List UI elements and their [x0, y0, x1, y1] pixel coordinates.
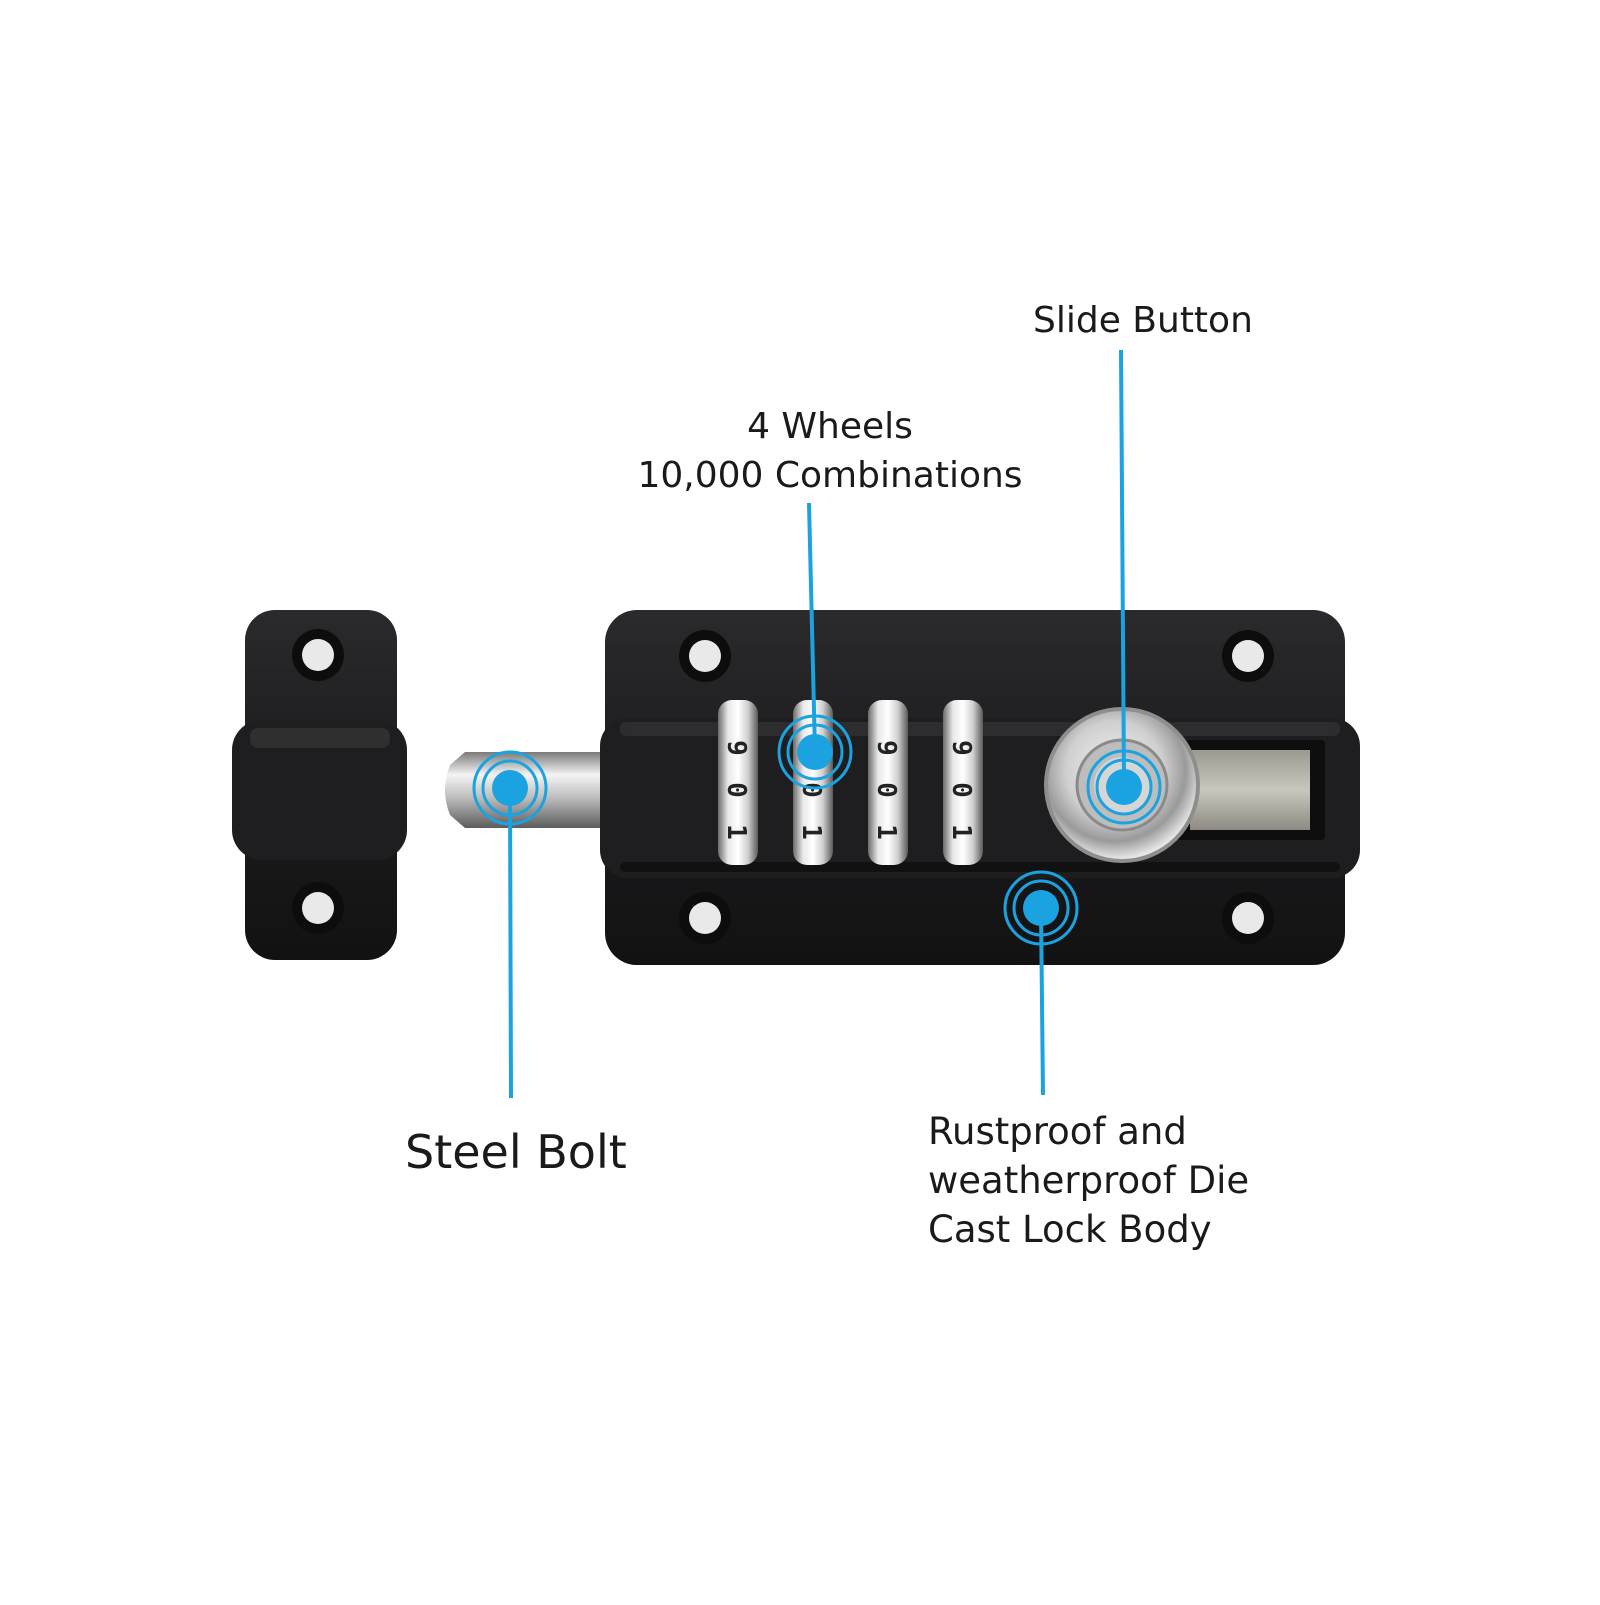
hotspot-wheels — [777, 714, 853, 790]
callout-slide-button: Slide Button — [1033, 300, 1253, 341]
hotspot-slide-button — [1086, 749, 1162, 825]
wheel-3-digit-top: 9 — [871, 740, 901, 756]
leader-slide-button — [1119, 349, 1126, 783]
callout-wheels: 4 Wheels 10,000 Combinations — [560, 402, 1100, 500]
wheel-4-digit-mid: 0 — [946, 782, 976, 798]
wheel-4-digit-bottom: 1 — [946, 824, 976, 840]
hotspot-lock-body — [1003, 870, 1079, 946]
wheel-1: 9 0 1 — [718, 700, 758, 865]
leader-lock-body — [1039, 909, 1045, 1096]
wheel-1-digit-top: 9 — [721, 740, 751, 756]
callout-steel-bolt: Steel Bolt — [405, 1125, 627, 1179]
leader-wheels — [807, 502, 817, 753]
hotspot-steel-bolt — [472, 750, 548, 826]
callout-lock-body-line3: Cast Lock Body — [928, 1208, 1212, 1251]
leader-steel-bolt — [508, 789, 513, 1099]
combination-wheels: 9 0 1 9 0 1 9 0 1 9 0 1 — [718, 700, 983, 865]
callout-lock-body: Rustproof and weatherproof Die Cast Lock… — [928, 1107, 1249, 1254]
wheel-3-digit-bottom: 1 — [871, 824, 901, 840]
wheel-1-digit-bottom: 1 — [721, 824, 751, 840]
callout-lock-body-line1: Rustproof and — [928, 1110, 1187, 1153]
keeper-bracket — [232, 610, 407, 960]
wheel-1-digit-mid: 0 — [721, 782, 751, 798]
wheel-3: 9 0 1 — [868, 700, 908, 865]
callout-wheels-line1: 4 Wheels — [747, 406, 913, 447]
wheel-3-digit-mid: 0 — [871, 782, 901, 798]
wheel-4-digit-top: 9 — [946, 740, 976, 756]
callout-lines — [508, 349, 1126, 1099]
steel-bolt — [445, 752, 615, 828]
wheel-2-digit-bottom: 1 — [796, 824, 826, 840]
callout-lock-body-line2: weatherproof Die — [928, 1159, 1250, 1202]
wheel-4: 9 0 1 — [943, 700, 983, 865]
callout-wheels-line2: 10,000 Combinations — [637, 455, 1023, 496]
